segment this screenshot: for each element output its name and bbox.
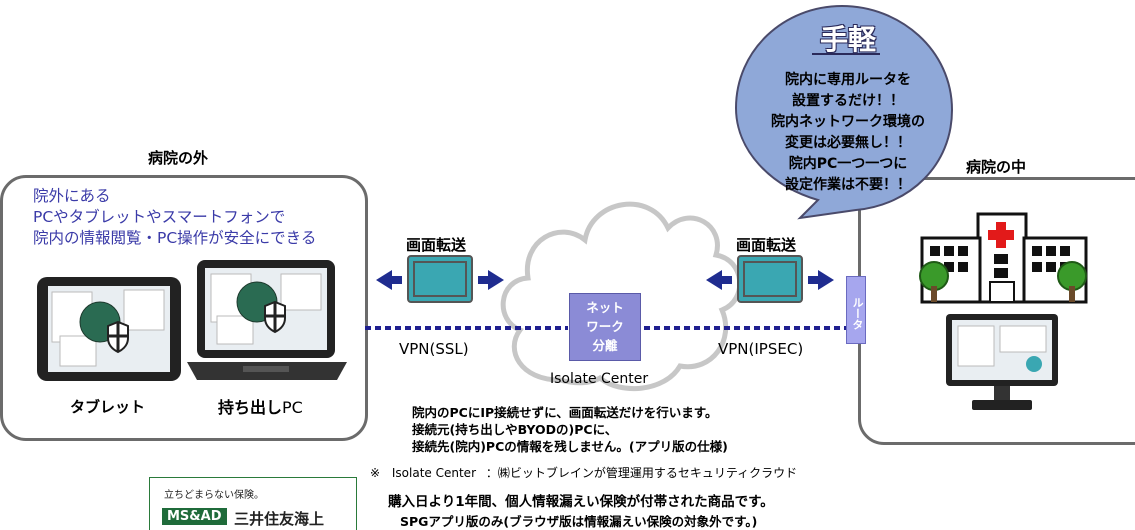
logo-company: 三井住友海上	[234, 510, 325, 528]
laptop-illustration	[187, 260, 347, 380]
arrow-left-icon-2	[706, 270, 732, 290]
footnote-prefix: ※	[370, 466, 381, 480]
vpn-ssl-label: VPN(SSL)	[399, 340, 469, 358]
logo-brand: MS&AD	[162, 508, 227, 525]
bubble-line-1: 院内に専用ルータを	[785, 72, 911, 88]
transfer-label-left: 画面転送	[406, 236, 467, 254]
logo-tagline: 立ちどまらない保険。	[164, 490, 264, 501]
speech-bubble	[734, 4, 954, 220]
bubble-line-4: 変更は必要無し！！	[785, 135, 911, 151]
note-block: 院内のPCにIP接続せずに、画面転送だけを行います。 接続元(持ち出しやBYOD…	[412, 404, 852, 455]
network-separation-box: ネット ワーク 分離	[569, 293, 641, 361]
desc-line-3: 院内の情報閲覧・PC操作が安全にできる	[33, 229, 317, 247]
insurer-logo: 立ちどまらない保険。 MS&AD 三井住友海上	[149, 477, 357, 530]
inside-heading: 病院の中	[966, 158, 1027, 176]
footnote-name: Isolate Center	[391, 466, 477, 480]
bubble-line-3: 院内ネットワーク環境の	[771, 114, 925, 130]
outside-heading: 病院の外	[148, 149, 209, 167]
bubble-line-6: 設定作業は不要！！	[785, 177, 911, 193]
screen-transfer-right-icon	[737, 255, 803, 303]
network-box-line-3: 分離	[592, 338, 618, 353]
hospital-building-illustration	[919, 212, 1088, 304]
arrow-right-icon	[478, 270, 504, 290]
laptop-label-rest: PC	[282, 398, 303, 417]
arrow-left-icon	[376, 270, 402, 290]
desc-line-2: PCやタブレットやスマートフォンで	[33, 208, 286, 226]
router-label: ルータ	[851, 296, 864, 330]
note-line-3: 接続先(院内)PCの情報を残しません。(アプリ版の仕様)	[412, 439, 728, 454]
desc-line-1: 院外にある	[33, 187, 111, 205]
transfer-label-right: 画面転送	[736, 236, 797, 254]
footnote-text: ：㈱ビットブレインが管理運用するセキュリティクラウド	[485, 466, 798, 480]
cloud-label: Isolate Center	[550, 371, 649, 387]
screen-transfer-left-icon	[407, 255, 473, 303]
network-box-line-1: ネット	[586, 300, 624, 315]
hospital-pc-illustration	[946, 314, 1058, 410]
bubble-line-5: 院内PC一つ一つに	[788, 156, 908, 172]
footnote: ※ Isolate Center ：㈱ビットブレインが管理運用するセキュリティク…	[370, 464, 797, 481]
note-line-2: 接続元(持ち出しやBYODの)PCに、	[412, 422, 618, 437]
laptop-label: 持ち出しPC	[218, 394, 303, 418]
vpn-ipsec-label: VPN(IPSEC)	[718, 340, 804, 358]
network-box-line-2: ワーク	[586, 319, 624, 334]
monitor-stand	[972, 400, 1032, 410]
bubble-title: 手軽	[819, 23, 876, 56]
router-box: ルータ	[846, 276, 866, 344]
tree-icon	[919, 261, 1087, 291]
bubble-line-2: 設置するだけ！！	[792, 93, 904, 109]
laptop-label-bold: 持ち出し	[218, 398, 283, 417]
insurance-main: 購入日より1年間、個人情報漏えい保険が付帯された商品です。	[388, 494, 774, 510]
outside-description: 院外にある PCやタブレットやスマートフォンで 院内の情報閲覧・PC操作が安全に…	[33, 186, 363, 249]
bubble-text: 院内に専用ルータを 設置するだけ！！ 院内ネットワーク環境の 変更は必要無し！！…	[736, 70, 960, 196]
tablet-illustration	[37, 277, 181, 381]
arrow-right-icon-2	[808, 270, 834, 290]
insurance-sub: SPGアプリ版のみ(ブラウザ版は情報漏えい保険の対象外です。)	[400, 514, 758, 529]
note-line-1: 院内のPCにIP接続せずに、画面転送だけを行います。	[412, 405, 718, 420]
tablet-label: タブレット	[70, 398, 146, 416]
red-cross-icon	[988, 222, 1014, 248]
